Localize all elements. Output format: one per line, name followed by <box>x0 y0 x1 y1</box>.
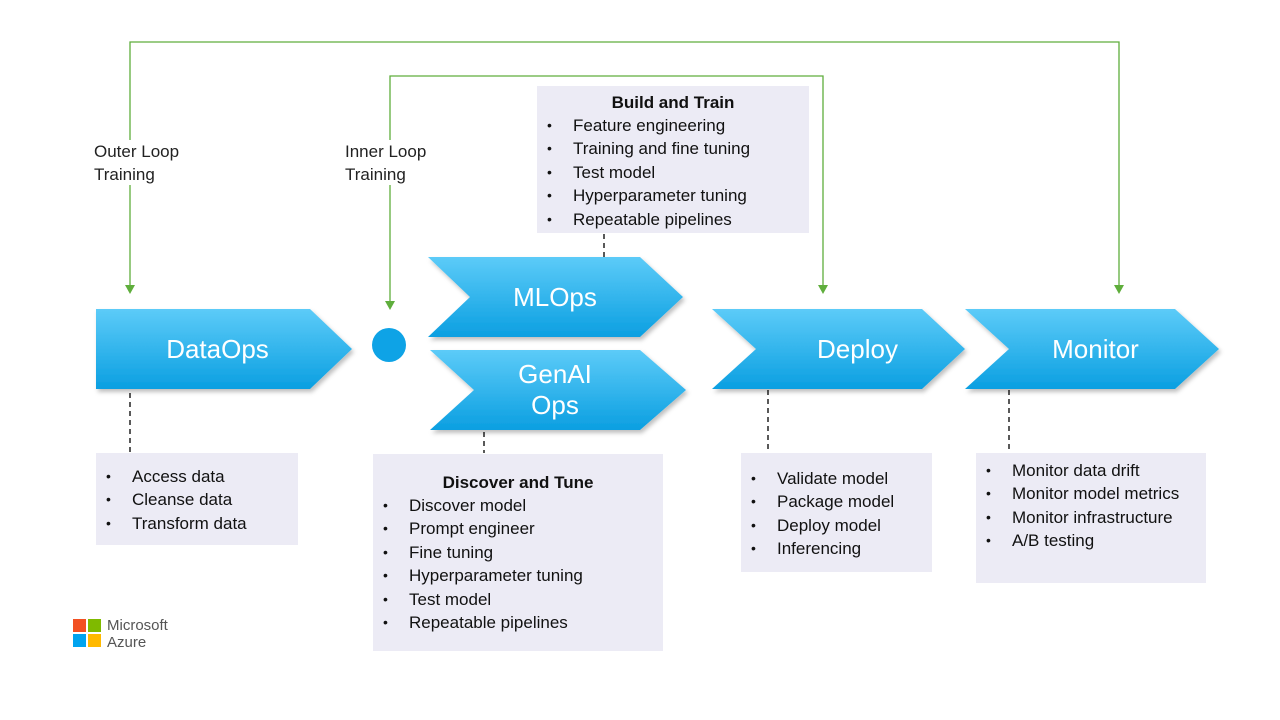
discover-tune-list: Discover model Prompt engineer Fine tuni… <box>373 494 663 635</box>
list-item: Fine tuning <box>373 541 663 565</box>
inner-loop-arrowhead-left <box>385 301 395 310</box>
monitor-list: Monitor data drift Monitor model metrics… <box>976 459 1196 553</box>
list-item: Validate model <box>741 467 932 491</box>
list-item: Inferencing <box>741 537 932 561</box>
list-item: Test model <box>373 588 663 612</box>
list-item: Test model <box>537 161 809 185</box>
list-item: Repeatable pipelines <box>373 611 663 635</box>
deploy-list: Validate model Package model Deploy mode… <box>741 467 932 561</box>
outer-loop-arrowhead-right <box>1114 285 1124 294</box>
dataops-label: DataOps <box>166 334 269 364</box>
list-item: Monitor data drift <box>976 459 1196 483</box>
list-item: Prompt engineer <box>373 517 663 541</box>
outer-loop-label: Outer Loop Training <box>94 142 180 184</box>
discover-tune-box: Discover and Tune Discover model Prompt … <box>373 454 663 651</box>
genaiops-chevron <box>430 350 686 430</box>
monitor-label: Monitor <box>1052 334 1139 364</box>
logo-line-2: Azure <box>107 634 147 651</box>
list-item: Monitor model metrics <box>976 482 1196 506</box>
list-item: Access data <box>96 465 298 489</box>
list-item: A/B testing <box>976 529 1196 553</box>
list-item: Discover model <box>373 494 663 518</box>
outer-loop-arrow <box>129 41 1120 287</box>
dataops-list: Access data Cleanse data Transform data <box>96 465 298 536</box>
list-item: Transform data <box>96 512 298 536</box>
logo-line-1: Microsoft <box>107 617 168 634</box>
build-train-title: Build and Train <box>611 93 735 112</box>
dataops-box: Access data Cleanse data Transform data <box>96 453 298 545</box>
microsoft-azure-wordmark: Microsoft Azure <box>107 617 168 651</box>
mlops-chevron <box>428 257 683 337</box>
list-item: Hyperparameter tuning <box>373 564 663 588</box>
build-train-box: Build and Train Feature engineering Trai… <box>537 86 809 233</box>
inner-loop-label: Inner Loop Training <box>345 142 427 184</box>
inner-loop-arrow <box>389 75 824 303</box>
monitor-chevron <box>965 309 1219 389</box>
build-train-list: Feature engineering Training and fine tu… <box>537 114 809 231</box>
discover-tune-title: Discover and Tune <box>442 473 594 492</box>
list-item: Repeatable pipelines <box>537 208 809 232</box>
deploy-label: Deploy <box>817 334 898 364</box>
genaiops-label: GenAI Ops <box>518 359 592 420</box>
mlops-label: MLOps <box>513 282 597 312</box>
dataops-chevron <box>96 309 352 389</box>
list-item: Cleanse data <box>96 488 298 512</box>
inner-loop-arrowhead-right <box>818 285 828 294</box>
list-item: Hyperparameter tuning <box>537 184 809 208</box>
deploy-chevron <box>712 309 965 389</box>
list-item: Training and fine tuning <box>537 137 809 161</box>
microsoft-logo-icon <box>73 619 101 647</box>
list-item: Package model <box>741 490 932 514</box>
junction-dot <box>372 328 406 362</box>
deploy-box: Validate model Package model Deploy mode… <box>741 453 932 572</box>
outer-loop-arrowhead-left <box>125 285 135 294</box>
list-item: Feature engineering <box>537 114 809 138</box>
monitor-box: Monitor data drift Monitor model metrics… <box>976 453 1206 583</box>
list-item: Deploy model <box>741 514 932 538</box>
list-item: Monitor infrastructure <box>976 506 1196 530</box>
